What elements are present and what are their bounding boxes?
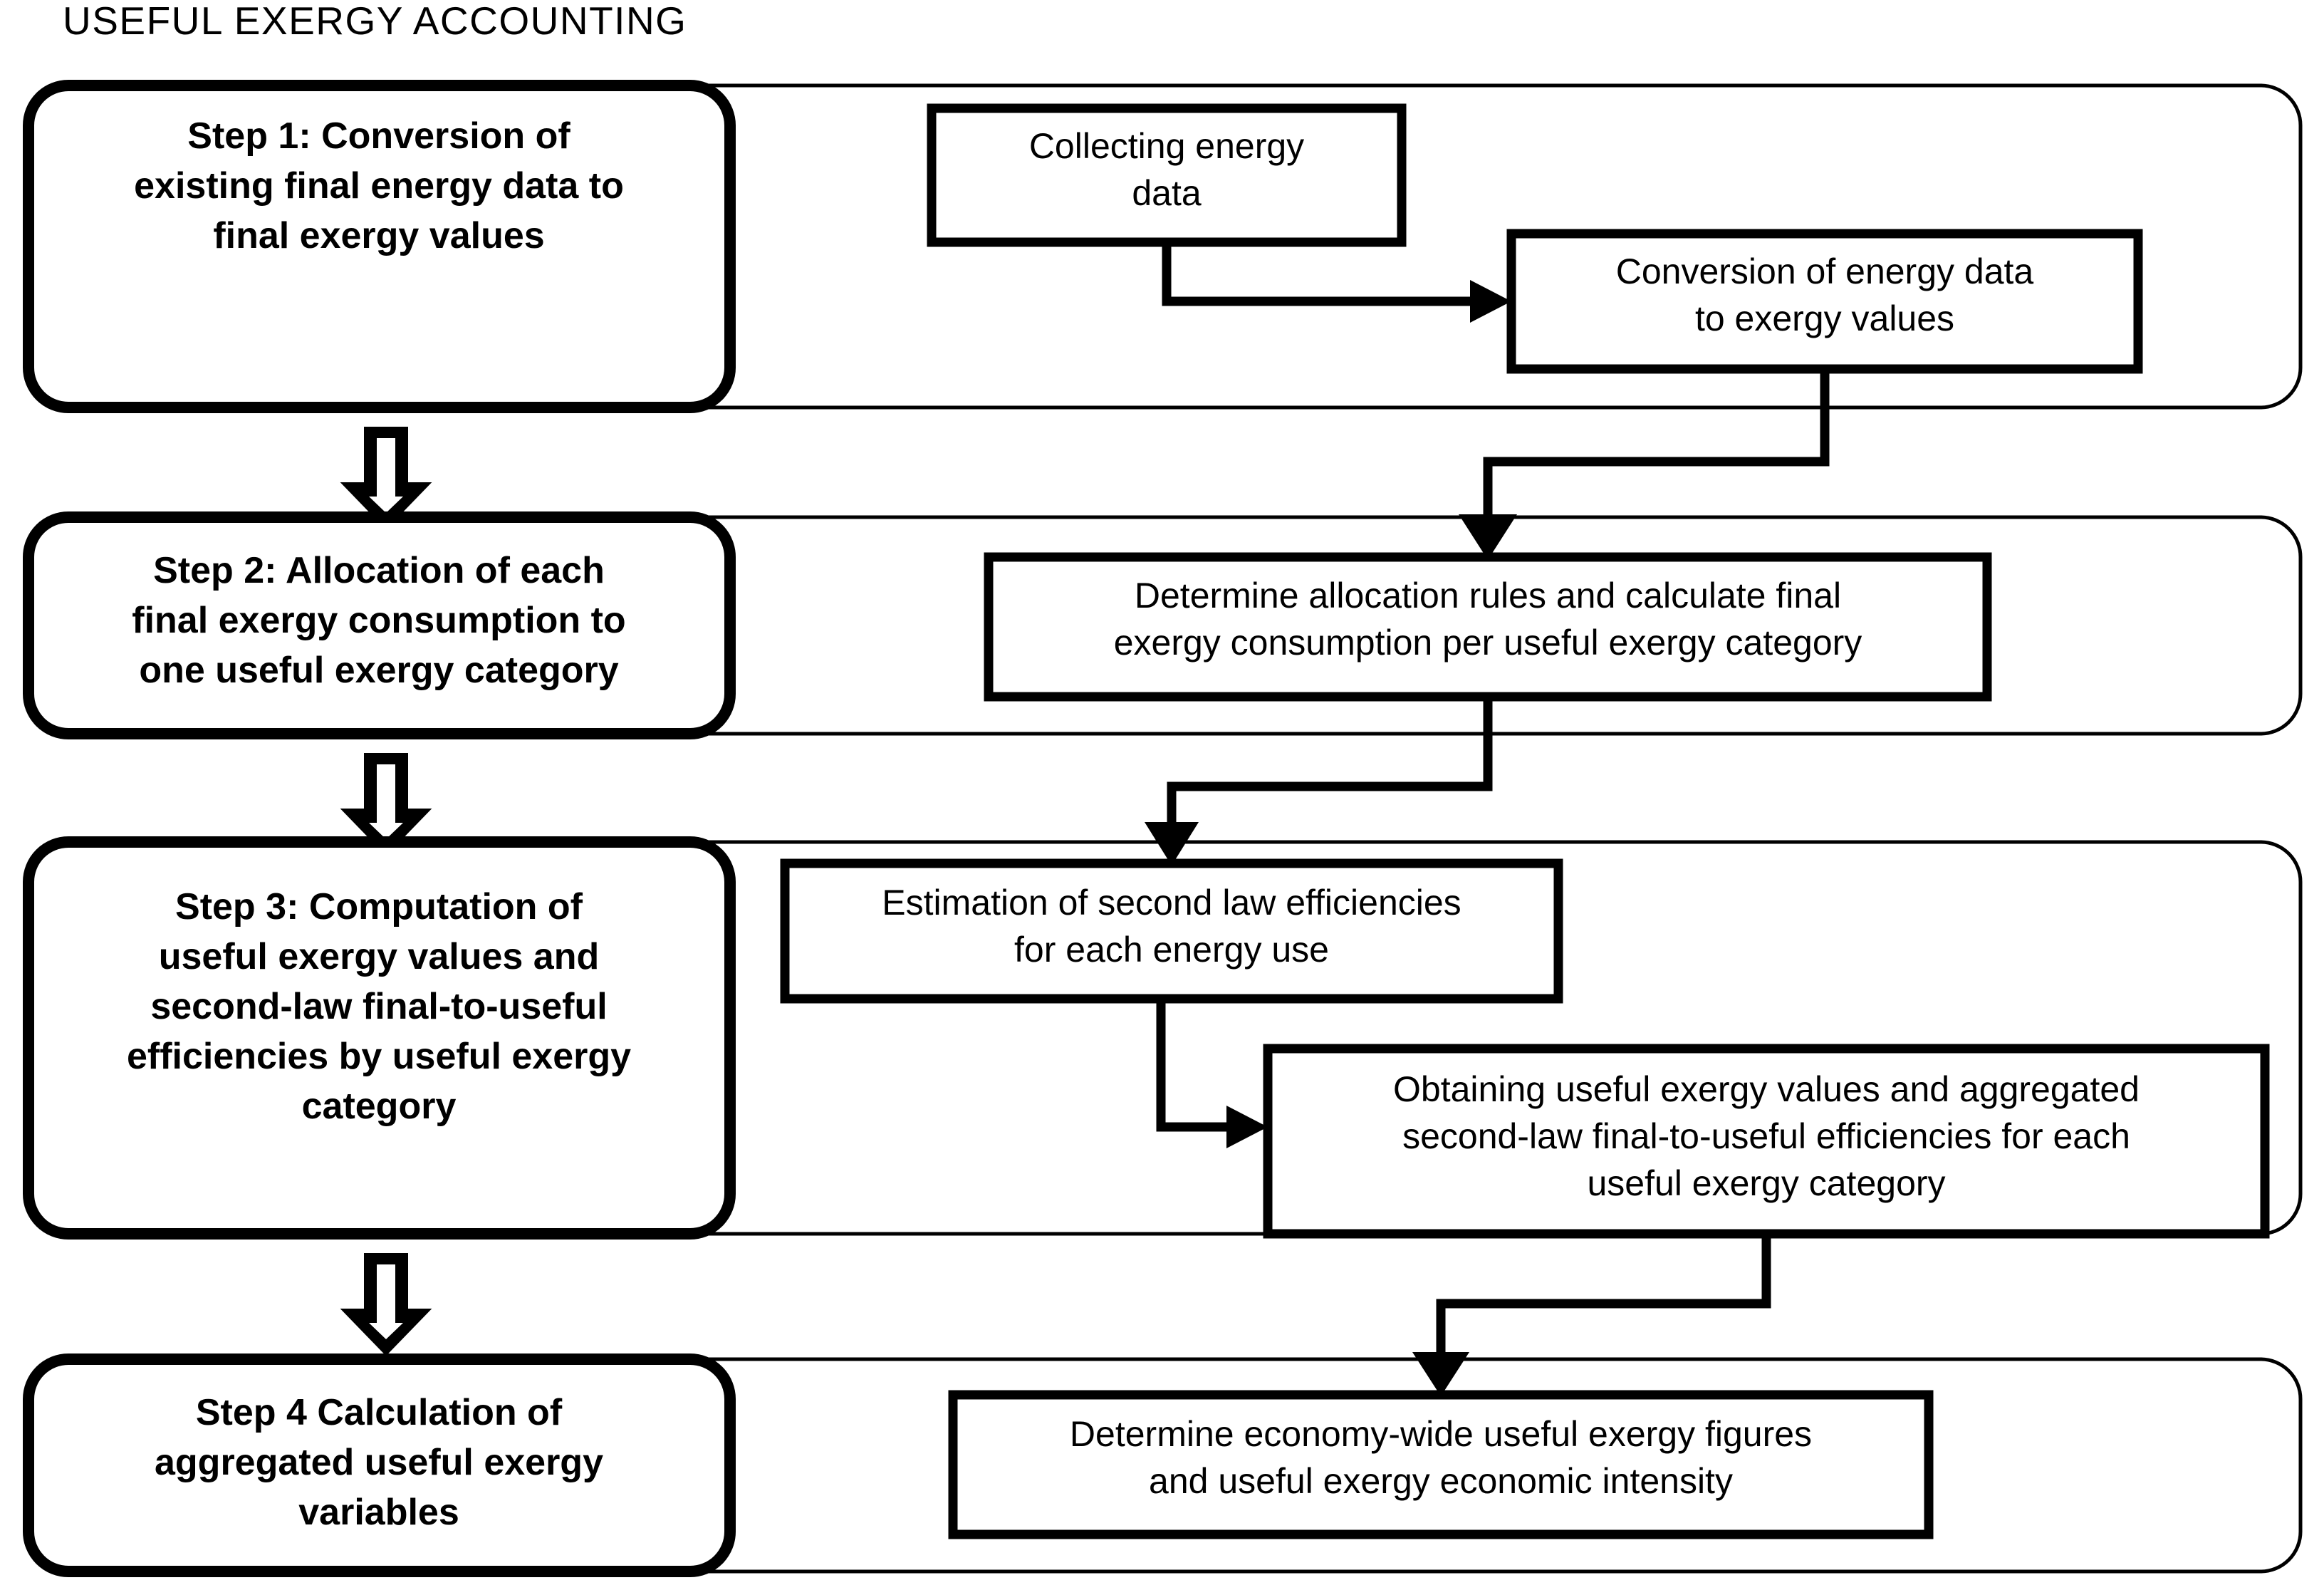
- step-3-line-4: efficiencies by useful exergy: [127, 1036, 631, 1077]
- step-2-line-3: one useful exergy category: [139, 650, 618, 691]
- step-2-line-2: final exergy consumption to: [132, 600, 625, 641]
- obtaining-line-2: second-law final-to-useful efficiencies …: [1402, 1116, 2130, 1156]
- step-4-label-box[interactable]: [23, 1353, 736, 1577]
- determine-allocation-rules-line-1: Determine allocation rules and calculate…: [1135, 576, 1841, 615]
- collecting-energy-data-line-2: data: [1132, 173, 1202, 213]
- step-4-row: Step 4 Calculation of aggregated useful …: [23, 1353, 2303, 1577]
- process-determine-economy-wide-figures[interactable]: [948, 1390, 1934, 1539]
- step-3-line-1: Step 3: Computation of: [175, 886, 583, 928]
- process-obtaining-useful-exergy-values[interactable]: [1263, 1044, 2270, 1239]
- connector-collecting-to-conversion: [1162, 242, 1511, 323]
- page-title: USEFUL EXERGY ACCOUNTING: [63, 0, 687, 43]
- block-arrow-step1-to-step2: [340, 427, 432, 530]
- conversion-of-energy-data-line-2: to exergy values: [1695, 298, 1954, 338]
- step-2-label-box[interactable]: [23, 511, 736, 739]
- step-3-line-3: second-law final-to-useful: [150, 986, 607, 1027]
- step-1-line-3: final exergy values: [213, 215, 544, 256]
- obtaining-line-3: useful exergy category: [1587, 1163, 1945, 1203]
- economy-wide-line-2: and useful exergy economic intensity: [1149, 1461, 1733, 1501]
- conversion-of-energy-data-line-1: Conversion of energy data: [1616, 251, 2034, 291]
- obtaining-line-1: Obtaining useful exergy values and aggre…: [1393, 1069, 2140, 1109]
- block-arrow-step2-to-step3: [340, 753, 432, 856]
- step-3-line-2: useful exergy values and: [159, 936, 600, 977]
- step-1-label-box[interactable]: [23, 80, 736, 413]
- process-estimation-second-law-efficiencies[interactable]: [780, 858, 1563, 1004]
- connector-estimation-to-obtaining: [1156, 999, 1268, 1148]
- economy-wide-line-1: Determine economy-wide useful exergy fig…: [1070, 1414, 1812, 1454]
- step-1-line-2: existing final energy data to: [134, 165, 624, 207]
- estimation-line-2: for each energy use: [1014, 930, 1329, 970]
- step-2-row: Step 2: Allocation of each final exergy …: [23, 369, 2303, 739]
- step-4-line-2: aggregated useful exergy: [155, 1442, 603, 1483]
- step-3-row: Step 3: Computation of useful exergy val…: [23, 836, 2303, 1240]
- step-4-line-1: Step 4 Calculation of: [196, 1392, 563, 1433]
- step-3-label-box[interactable]: [23, 836, 736, 1240]
- step-2-line-1: Step 2: Allocation of each: [153, 550, 605, 591]
- connector-allocation-to-estimation: [1145, 697, 1493, 866]
- connector-obtaining-to-economy-wide: [1412, 1234, 1771, 1396]
- collecting-energy-data-line-1: Collecting energy: [1029, 126, 1304, 166]
- determine-allocation-rules-line-2: exergy consumption per useful exergy cat…: [1114, 623, 1862, 662]
- block-arrow-step3-to-step4: [340, 1253, 432, 1356]
- connector-conversion-to-allocation: [1459, 369, 1830, 560]
- step-1-line-1: Step 1: Conversion of: [187, 115, 570, 157]
- estimation-line-1: Estimation of second law efficiencies: [882, 883, 1461, 923]
- step-1-row: Step 1: Conversion of existing final ene…: [23, 80, 2303, 413]
- step-4-line-3: variables: [298, 1492, 459, 1533]
- step-3-line-5: category: [302, 1086, 457, 1127]
